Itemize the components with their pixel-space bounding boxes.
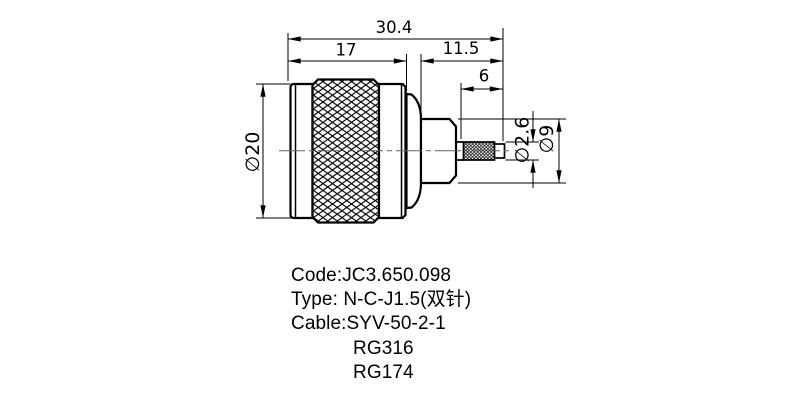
dim-rear-length: 11.5 [443,39,480,58]
dim-crimp-length: 6 [479,67,490,86]
dim-crimp-diameter: ∅2.6 [512,117,534,164]
product-notes: Code:JC3.650.098 Type: N-C-J1.5(双针) Cabl… [291,264,471,385]
dim-body-diameter: ∅20 [242,132,264,173]
note-type: Type: N-C-J1.5(双针) [291,289,472,311]
dim-overall-length: 30.4 [376,18,413,37]
note-cable: Cable:SYV-50-2-1 [291,313,446,335]
ferrule-step [456,141,464,161]
note-cable-alt-2: RG174 [353,361,414,383]
rear-ring [377,82,407,220]
dim-body-length: 17 [336,41,357,60]
note-code: Code:JC3.650.098 [291,265,452,286]
dim-rear-diameter: ∅9 [536,125,558,154]
dimension-annotations: 30.4 17 11.5 6 ∅20 ∅2.6 ∅9 [242,18,566,219]
note-cable-alt-1: RG316 [353,337,414,359]
